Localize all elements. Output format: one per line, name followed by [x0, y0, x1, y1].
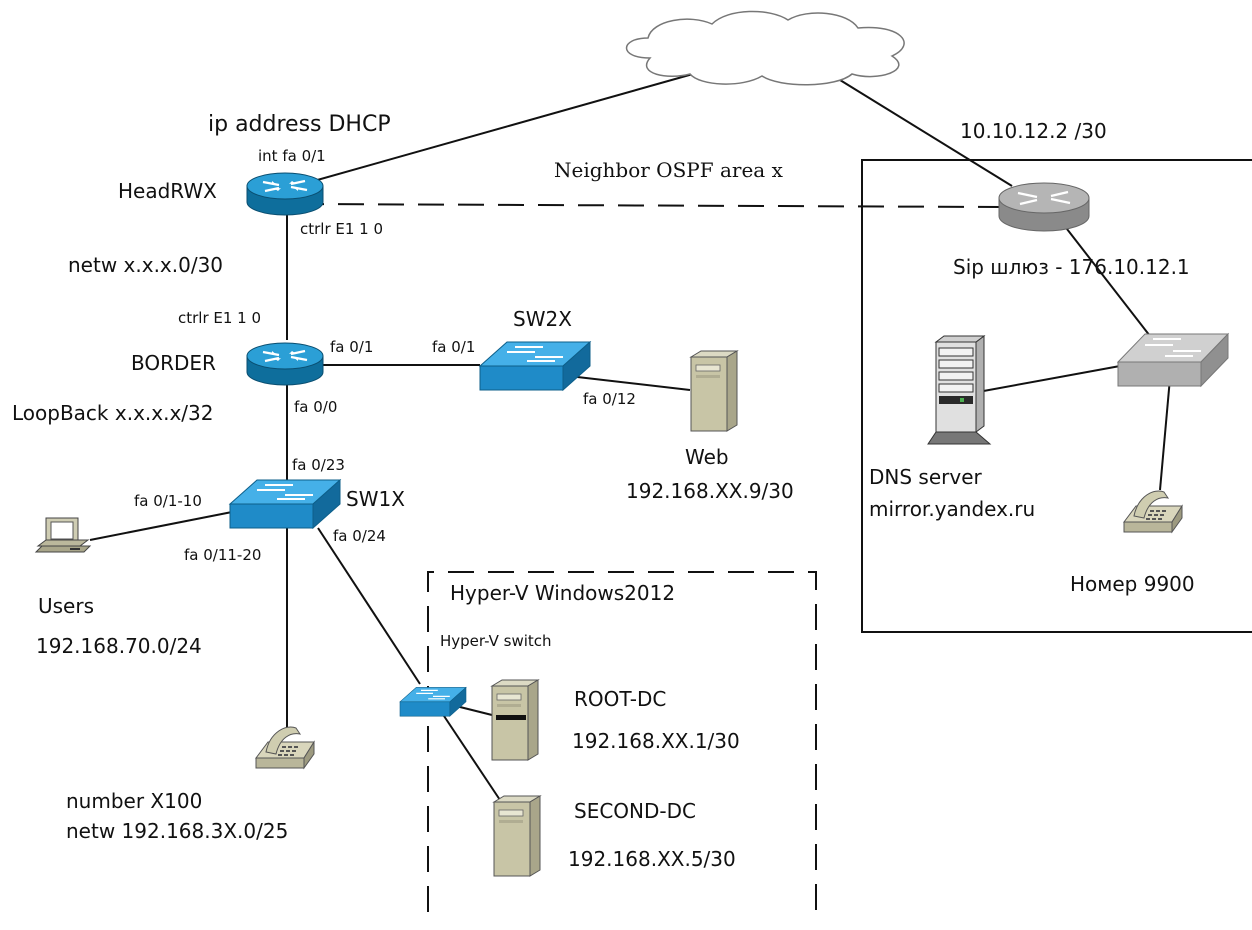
label-sw1x-fa01120: fa 0/11-20: [184, 546, 261, 564]
label-second-dc: SECOND-DC: [574, 799, 696, 823]
label-border: BORDER: [131, 351, 216, 375]
ospf-neighbor-link: [297, 203, 1001, 208]
label-hyperv-switch: Hyper-V switch: [440, 632, 552, 650]
label-sw1x-fa023: fa 0/23: [292, 456, 345, 474]
phone-icon-9900[interactable]: [1123, 490, 1183, 533]
link-sip-graysw: [1059, 219, 1151, 337]
link-head-cloud: [295, 71, 701, 187]
router-icon-border[interactable]: [245, 341, 325, 387]
server-icon-web[interactable]: [690, 350, 738, 432]
label-web-ip: 192.168.XX.9/30: [626, 479, 794, 503]
label-int-fa01: int fa 0/1: [258, 147, 326, 165]
label-sw2x-fa01: fa 0/1: [432, 338, 475, 356]
server-icon-second-dc[interactable]: [493, 795, 541, 877]
label-dns-mirror: mirror.yandex.ru: [869, 497, 1035, 521]
link-sw1x-hvswitch: [317, 527, 421, 685]
label-sw1x-fa0110: fa 0/1-10: [134, 492, 202, 510]
label-phone-9900: Номер 9900: [1070, 572, 1195, 596]
label-sw2x-fa012: fa 0/12: [583, 390, 636, 408]
label-second-dc-ip: 192.168.XX.5/30: [568, 847, 736, 871]
link-graysw-phone: [1159, 377, 1171, 491]
label-netw-30: netw x.x.x.0/30: [68, 253, 223, 277]
label-users: Users: [38, 594, 94, 618]
phone-icon-x100[interactable]: [255, 726, 315, 769]
label-web: Web: [685, 445, 729, 469]
label-remote-ip: 10.10.12.2 /30: [960, 119, 1107, 143]
label-ctrlr-border: ctrlr E1 1 0: [178, 309, 261, 327]
label-sw2x: SW2X: [513, 307, 572, 331]
cloud-icon: [626, 10, 905, 86]
label-border-fa00: fa 0/0: [294, 398, 337, 416]
label-loopback: LoopBack x.x.x.x/32: [12, 401, 213, 425]
label-sw1x: SW1X: [346, 487, 405, 511]
router-icon-sip[interactable]: [997, 181, 1091, 233]
label-border-fa01: fa 0/1: [330, 338, 373, 356]
computer-icon[interactable]: [34, 517, 92, 553]
label-ospf: Neighbor OSPF area x: [554, 158, 784, 182]
label-sip: Sip шлюз - 176.10.12.1: [953, 255, 1190, 279]
label-ip-dhcp: ip address DHCP: [208, 112, 391, 137]
switch-icon-sw1x[interactable]: [229, 479, 341, 529]
router-icon-headrwx[interactable]: [245, 171, 325, 217]
label-ctrlr-head: ctrlr E1 1 0: [300, 220, 383, 238]
label-sw1x-fa024: fa 0/24: [333, 527, 386, 545]
link-hvswitch-seconddc: [439, 709, 501, 801]
label-users-net: 192.168.70.0/24: [36, 634, 202, 658]
server-icon-root-dc[interactable]: [491, 679, 539, 761]
switch-icon-remote[interactable]: [1117, 333, 1229, 387]
label-number-net: netw 192.168.3X.0/25: [66, 819, 288, 843]
label-hyperv-title: Hyper-V Windows2012: [450, 581, 675, 605]
label-dns-server: DNS server: [869, 465, 983, 489]
remote-site-box: [861, 159, 1252, 633]
rack-server-icon[interactable]: [927, 335, 992, 445]
link-sw1x-users: [89, 511, 233, 541]
label-root-dc-ip: 192.168.XX.1/30: [572, 729, 740, 753]
link-graysw-dns: [977, 365, 1121, 393]
link-cloud-sip: [839, 79, 1013, 187]
switch-icon-sw2x[interactable]: [479, 341, 591, 391]
hyperv-box: [427, 571, 817, 912]
label-headrwx: HeadRWX: [118, 179, 217, 203]
link-sw2x-web: [559, 374, 691, 391]
label-root-dc: ROOT-DC: [574, 687, 666, 711]
label-number-x100: number X100: [66, 789, 202, 813]
switch-icon-hyperv[interactable]: [399, 686, 467, 717]
